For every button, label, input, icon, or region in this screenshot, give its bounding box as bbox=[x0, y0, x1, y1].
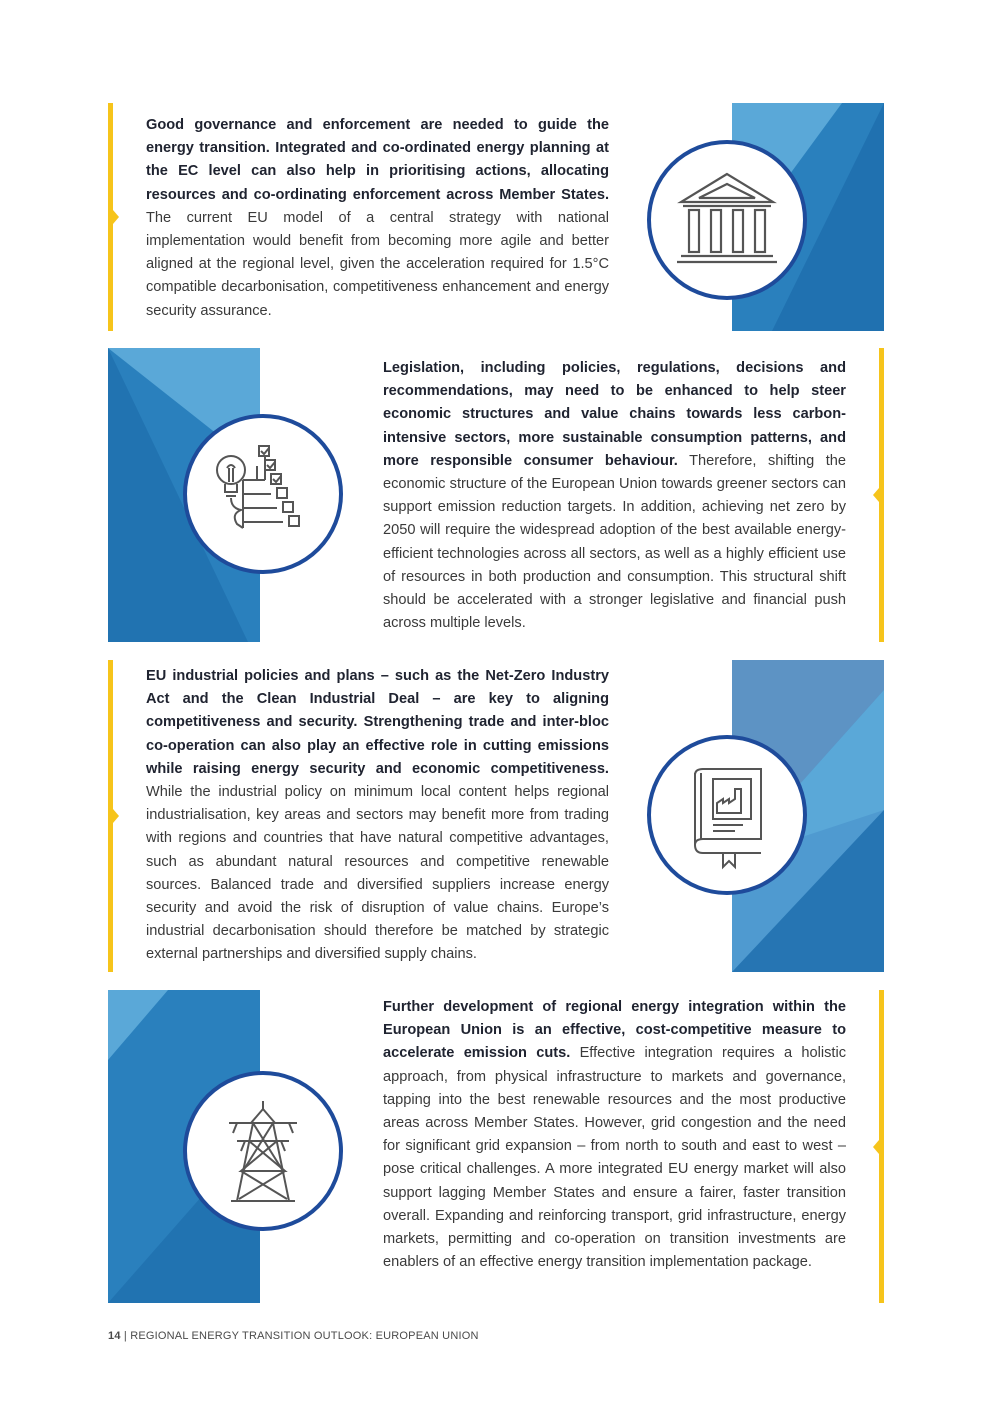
accent-bar bbox=[108, 660, 119, 972]
paragraph-body: Therefore, shifting the economic structu… bbox=[383, 452, 846, 632]
icon-circle bbox=[183, 414, 343, 574]
icon-circle bbox=[183, 1071, 343, 1231]
page-number: 14 bbox=[108, 1330, 121, 1342]
footer-title: REGIONAL ENERGY TRANSITION OUTLOOK: EURO… bbox=[130, 1330, 479, 1342]
paragraph-bold-lead: Good governance and enforcement are need… bbox=[146, 117, 609, 203]
paragraph-regional-integration: Further development of regional energy i… bbox=[383, 996, 846, 1274]
accent-bar bbox=[108, 103, 119, 331]
paragraph-body: Effective integration requires a holisti… bbox=[383, 1045, 846, 1271]
accent-bar bbox=[873, 990, 884, 1303]
paragraph-body: The current EU model of a central strate… bbox=[146, 209, 609, 319]
industry-book-icon bbox=[694, 768, 762, 870]
power-pylon-icon bbox=[229, 1101, 297, 1202]
footer-separator: | bbox=[120, 1330, 131, 1342]
page-footer: 14 | REGIONAL ENERGY TRANSITION OUTLOOK:… bbox=[108, 1330, 479, 1342]
lightbulb-checklist-icon bbox=[216, 445, 300, 529]
government-building-icon bbox=[677, 172, 777, 264]
icon-circle bbox=[647, 735, 807, 895]
paragraph-bold-lead: Legislation, including policies, regulat… bbox=[383, 360, 846, 469]
paragraph-legislation: Legislation, including policies, regulat… bbox=[383, 357, 846, 635]
paragraph-bold-lead: Further development of regional energy i… bbox=[383, 999, 846, 1062]
paragraph-industrial-policy: EU industrial policies and plans – such … bbox=[146, 665, 609, 967]
icon-circle bbox=[647, 140, 807, 300]
paragraph-bold-lead: EU industrial policies and plans – such … bbox=[146, 668, 609, 777]
accent-bar bbox=[873, 348, 884, 642]
paragraph-governance: Good governance and enforcement are need… bbox=[146, 114, 609, 323]
paragraph-body: While the industrial policy on minimum l… bbox=[146, 784, 609, 963]
